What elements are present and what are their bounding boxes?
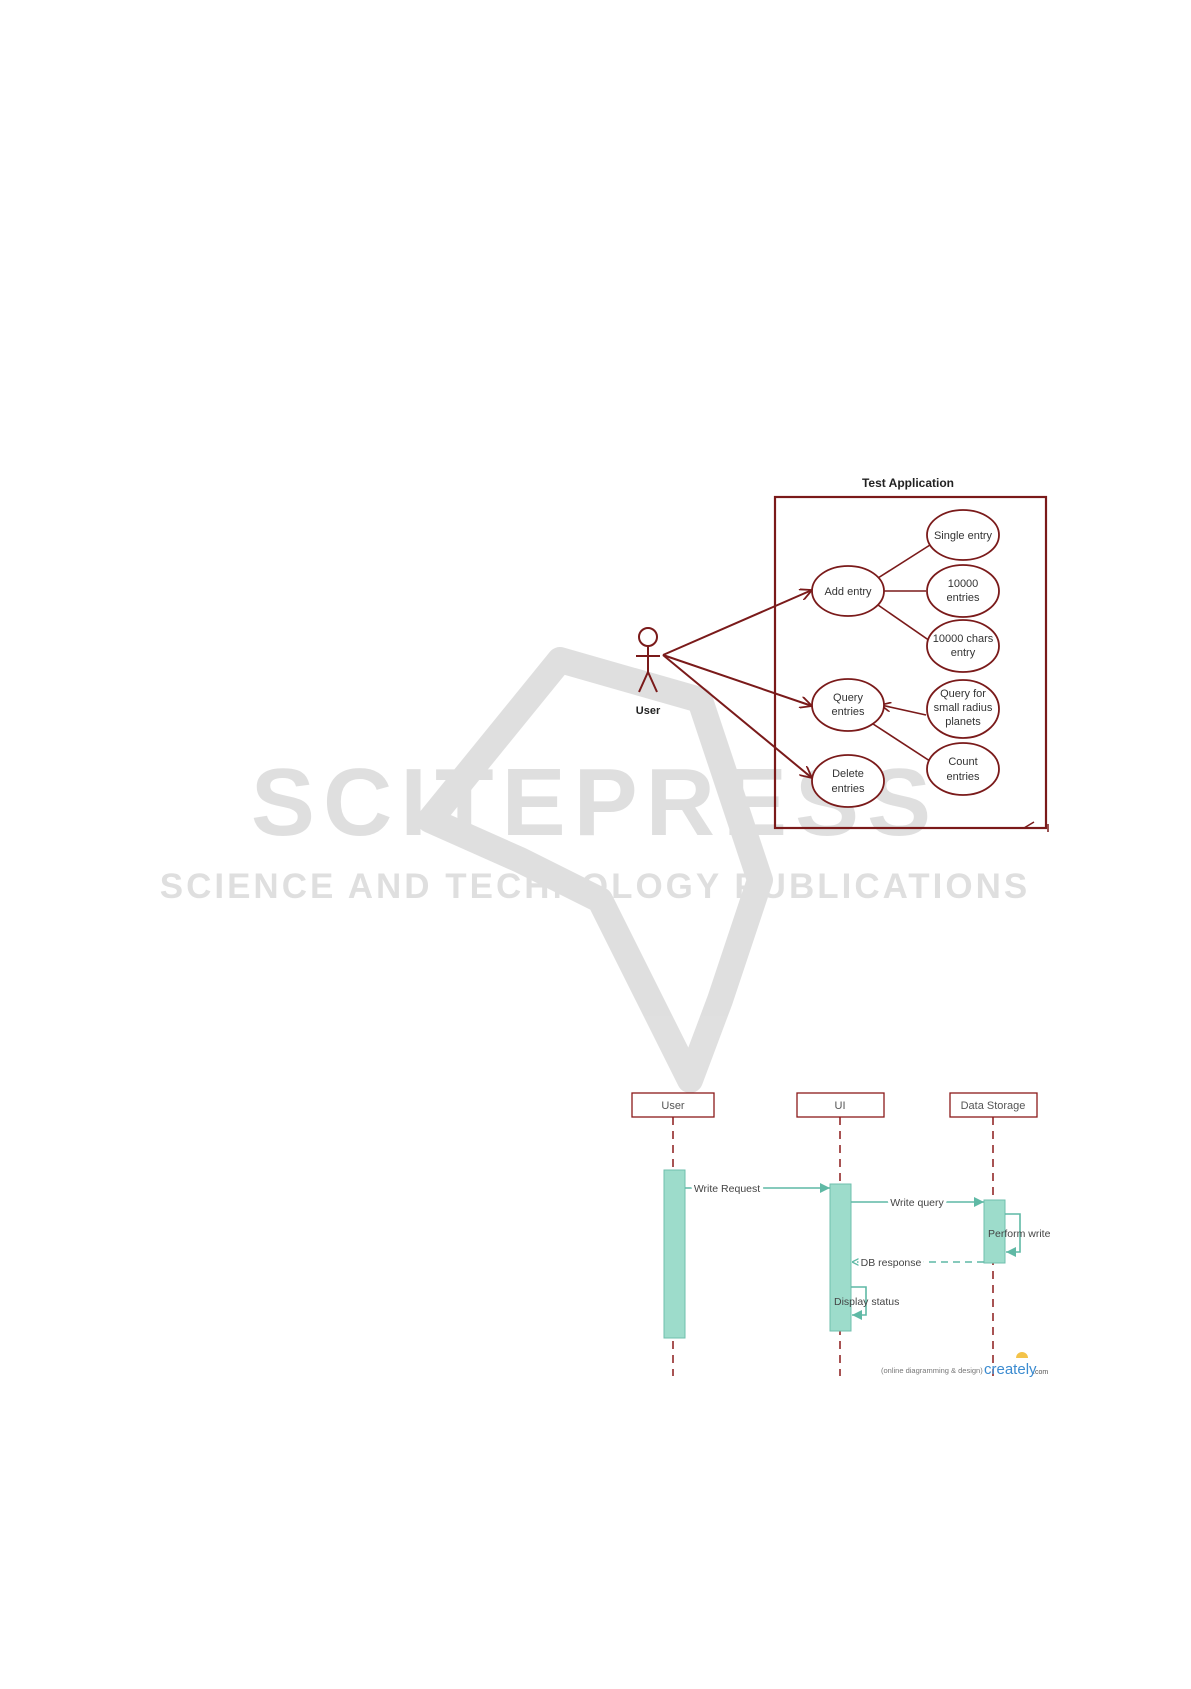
assoc-user-add-entry: [662, 590, 812, 656]
label-count-entries-line2: entries: [946, 771, 980, 783]
message-label-write-request: Write Request: [694, 1183, 760, 1195]
link-query-count: [869, 721, 934, 764]
label-query-entries-line1: Query: [833, 692, 863, 704]
message-label-display-status: Display status: [834, 1296, 899, 1308]
label-10000-chars-line2: entry: [951, 647, 976, 659]
use-case-query-entries: [811, 678, 885, 732]
boundary-corner-mark: [1023, 821, 1049, 832]
lifeline-header-ui: [796, 1092, 885, 1118]
scitepress-watermark: SCITEPRESS SCIENCE AND TECHNOLOGY PUBLIC…: [160, 647, 1031, 1093]
footer-note: (online diagramming & design): [881, 1366, 983, 1375]
label-small-radius-line3: planets: [945, 716, 981, 728]
message-label-db-response: DB response: [861, 1257, 922, 1269]
creately-logo: creately .com: [984, 1352, 1048, 1378]
label-single-entry: Single entry: [934, 530, 993, 542]
lifeline-header-data-storage: [949, 1092, 1038, 1118]
watermark-tagline: SCIENCE AND TECHNOLOGY PUBLICATIONS: [160, 867, 1031, 906]
lifeline-header-user: [631, 1092, 715, 1118]
actor-user-label: User: [636, 705, 661, 717]
use-case-single-entry: [926, 509, 1000, 561]
activation-user: [663, 1169, 686, 1339]
label-count-entries-line1: Count: [948, 756, 977, 768]
message-label-perform-write: Perform write: [988, 1228, 1051, 1240]
lifeline-label-ui: UI: [835, 1100, 846, 1112]
label-delete-entries-line1: Delete: [832, 768, 864, 780]
label-small-radius-line1: Query for: [940, 688, 986, 700]
label-10000-entries-line1: 10000: [948, 578, 979, 590]
link-smallradius-query: [881, 705, 927, 716]
assoc-user-delete-entries: [662, 654, 812, 778]
creately-suffix: .com: [1033, 1369, 1048, 1376]
creately-sun-icon: [1016, 1352, 1028, 1358]
system-boundary: [773, 495, 1048, 830]
label-add-entry: Add entry: [824, 586, 872, 598]
use-case-10000-entries: [926, 564, 1000, 618]
link-add-chars: [877, 604, 931, 642]
use-case-diagram: Test Application User Add: [636, 476, 1049, 832]
label-query-entries-line2: entries: [831, 706, 865, 718]
lifeline-label-user: User: [661, 1100, 685, 1112]
sequence-diagram: User UI Data Storage Write Request Write…: [631, 1092, 1051, 1378]
system-boundary-title: Test Application: [862, 476, 954, 490]
use-case-10000-chars-entry: [926, 619, 1000, 673]
message-label-write-query: Write query: [890, 1197, 944, 1209]
message-perform-write-self: [1005, 1213, 1021, 1257]
label-10000-entries-line2: entries: [946, 592, 980, 604]
use-case-delete-entries: [811, 754, 885, 808]
actor-user-icon: [636, 627, 660, 693]
lifeline-label-data-storage: Data Storage: [961, 1100, 1026, 1112]
activation-ui: [829, 1183, 852, 1332]
creately-brand: creately: [984, 1361, 1037, 1378]
label-delete-entries-line2: entries: [831, 783, 865, 795]
label-small-radius-line2: small radius: [934, 702, 993, 714]
watermark-emblem: [417, 647, 773, 1093]
message-display-status-self: [851, 1286, 867, 1320]
use-case-add-entry: [811, 565, 885, 617]
label-10000-chars-line1: 10000 chars: [933, 633, 994, 645]
activation-data-storage: [983, 1199, 1006, 1264]
use-case-count-entries: [926, 742, 1000, 796]
assoc-user-query-entries: [662, 654, 812, 706]
use-case-query-small-radius: [926, 679, 1000, 739]
link-add-single: [877, 544, 931, 579]
